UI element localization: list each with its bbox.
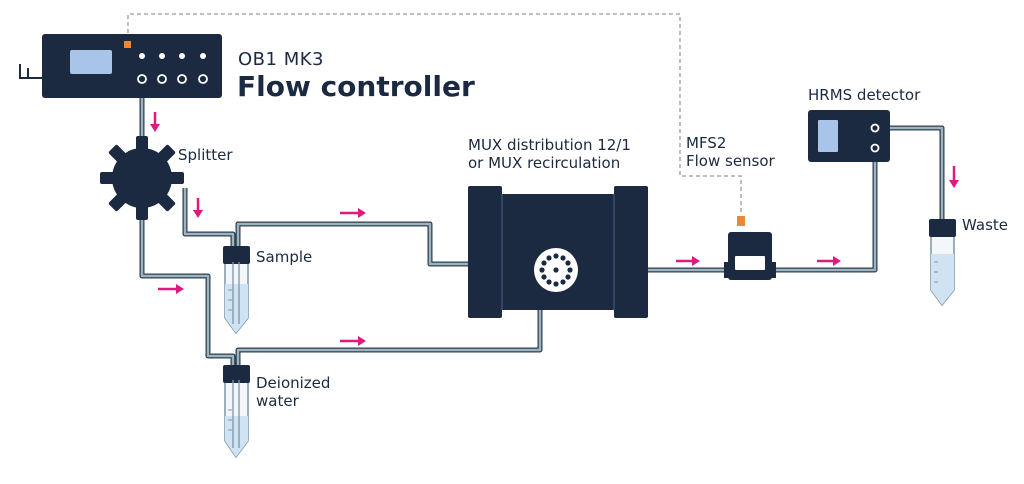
water-vial-icon	[223, 365, 250, 459]
arrow-icon	[817, 256, 841, 266]
detector-label: HRMS detector	[808, 86, 921, 104]
water-label: Deionized water	[256, 374, 330, 410]
sensor-label: MFS2 Flow sensor	[686, 134, 775, 170]
arrow-icon	[150, 112, 160, 132]
arrow-icon	[158, 284, 184, 294]
waste-label: Waste	[962, 216, 1008, 234]
arrow-icon	[340, 208, 366, 218]
valve-icon	[468, 186, 648, 318]
sample-label: Sample	[256, 248, 313, 266]
arrow-icon	[676, 256, 700, 266]
waste-vial-icon	[929, 219, 956, 307]
flow-sensor-icon	[724, 216, 776, 280]
sensor-label-line1: MFS2	[686, 134, 727, 152]
mux-label-line2: or MUX recirculation	[468, 154, 621, 172]
sample-vial-icon	[223, 246, 250, 335]
arrow-icon	[949, 166, 959, 188]
signal-line	[127, 13, 742, 212]
water-label-line1: Deionized	[256, 374, 331, 392]
mux-label: MUX distribution 12/1 or MUX recirculati…	[468, 136, 631, 172]
pressure-controller-icon	[19, 34, 222, 98]
detector-icon	[808, 110, 890, 162]
controller-name-label: Flow controller	[237, 70, 475, 103]
splitter-label: Splitter	[178, 146, 233, 164]
flow-arrows	[150, 112, 959, 346]
controller-model-label: OB1 MK3	[238, 49, 324, 70]
water-label-line2: water	[256, 392, 299, 410]
splitter-icon	[100, 136, 184, 220]
sensor-label-line2: Flow sensor	[686, 152, 775, 170]
arrow-icon	[193, 198, 203, 218]
arrow-icon	[340, 336, 366, 346]
mux-label-line1: MUX distribution 12/1	[468, 136, 631, 154]
